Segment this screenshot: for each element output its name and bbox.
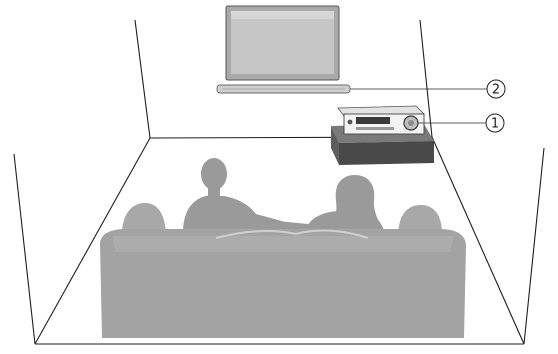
tv-screen [231,11,334,74]
viewer-left-neck [208,186,220,196]
viewer-left-head [201,158,227,190]
room-right-wall-edge [524,148,544,344]
soundbar [217,85,350,93]
viewers [183,158,386,240]
room-back-wall-left-edge [135,20,150,138]
receiver-display [356,117,390,124]
room-left-wall-edge [14,154,35,344]
stand-front [339,141,434,165]
tv-screen-glare [231,11,334,19]
sofa-backrest-highlight [112,236,454,252]
av-receiver [338,106,424,134]
receiver-button-row [356,127,394,130]
receiver-power-knob [348,120,353,125]
callout-receiver-label: 1 [491,117,499,132]
tv [226,6,339,80]
receiver-volume-knob-center [408,120,414,126]
callout-soundbar-label: 2 [492,83,500,98]
